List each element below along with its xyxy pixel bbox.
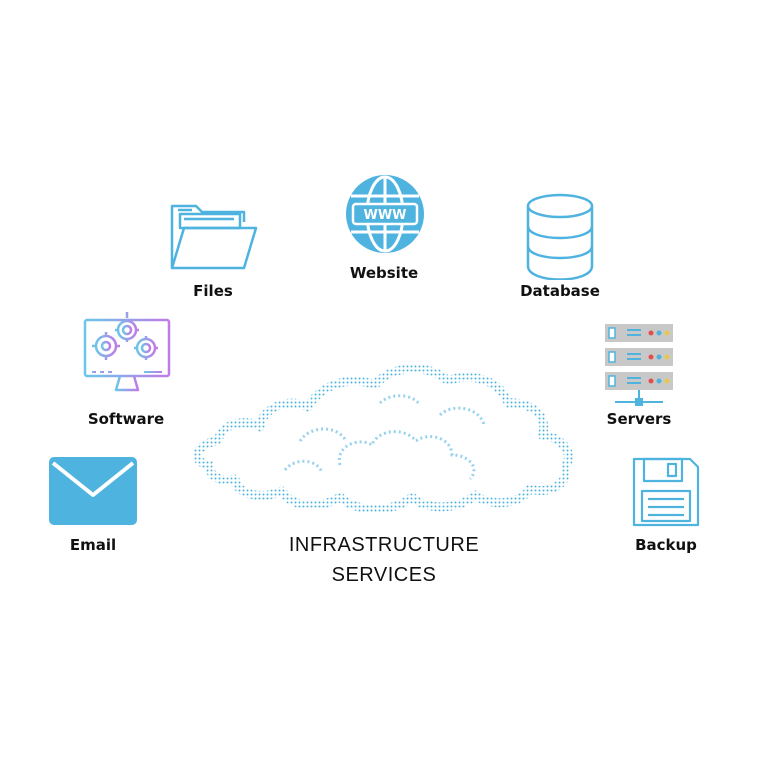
folder-icon	[170, 204, 258, 270]
email-label: Email	[69, 536, 117, 554]
cloud-icon	[193, 364, 573, 514]
software-label: Software	[87, 410, 165, 428]
servers-label: Servers	[606, 410, 672, 428]
center-title-line1: INFRASTRUCTURE	[288, 534, 480, 556]
files-label: Files	[193, 282, 233, 300]
center-title: INFRASTRUCTURE SERVICES	[234, 530, 534, 590]
database-icon	[526, 193, 594, 280]
globe-www-icon: WWW	[346, 175, 424, 253]
envelope-icon	[49, 457, 137, 525]
www-text: WWW	[363, 208, 406, 223]
center-title-line2: SERVICES	[331, 564, 437, 586]
server-rack-icon	[605, 324, 673, 406]
website-label: Website	[349, 264, 419, 282]
gear-monitor-icon	[83, 312, 171, 394]
floppy-disk-icon	[632, 457, 700, 527]
backup-label: Backup	[635, 536, 697, 554]
database-label: Database	[520, 282, 600, 300]
